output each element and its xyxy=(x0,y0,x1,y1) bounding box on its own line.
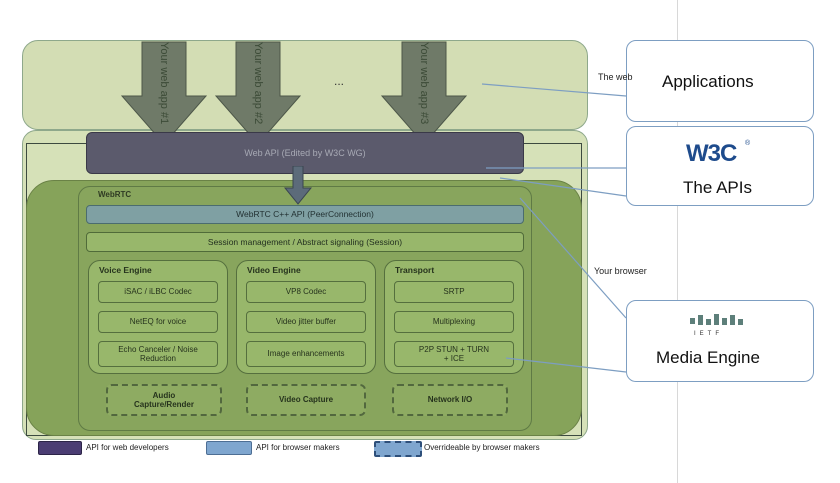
web-app-1-arrow xyxy=(120,41,208,145)
w3c-logo: W3C xyxy=(686,140,737,167)
voice-engine-item: Echo Canceler / Noise Reduction xyxy=(98,341,218,367)
the-web-label: The web xyxy=(598,72,633,82)
voice-engine-title: Voice Engine xyxy=(99,265,152,275)
webrtc-title: WebRTC xyxy=(98,190,132,199)
voice-engine-item: NetEQ for voice xyxy=(98,311,218,333)
video-engine-item: Video jitter buffer xyxy=(246,311,366,333)
the-apis-callout xyxy=(626,126,814,206)
legend-swatch-browser-makers xyxy=(206,441,252,455)
media-engine-callout xyxy=(626,300,814,382)
web-app-2-arrow xyxy=(214,41,302,145)
legend-label-web-dev: API for web developers xyxy=(86,443,169,452)
video-engine-title: Video Engine xyxy=(247,265,301,275)
ietf-logo-text: IETF xyxy=(694,331,723,337)
transport-item: Multiplexing xyxy=(394,311,514,333)
applications-label: Applications xyxy=(662,72,754,91)
ietf-logo-icon xyxy=(690,314,743,325)
voice-engine-item: iSAC / iLBC Codec xyxy=(98,281,218,303)
the-apis-label: The APIs xyxy=(683,178,752,197)
audio-capture-box: Audio Capture/Render xyxy=(106,384,222,416)
media-engine-label: Media Engine xyxy=(656,348,760,367)
more-apps-ellipsis: ... xyxy=(334,74,345,88)
legend-swatch-overrideable xyxy=(374,441,422,457)
applications-callout xyxy=(626,40,814,122)
video-engine-item: Image enhancements xyxy=(246,341,366,367)
web-app-3-arrow xyxy=(380,41,468,145)
transport-title: Transport xyxy=(395,265,435,275)
right-divider xyxy=(677,0,678,483)
w3c-registered-mark: ® xyxy=(745,140,751,147)
web-api-bar: Web API (Edited by W3C WG) xyxy=(86,132,524,174)
video-capture-box: Video Capture xyxy=(246,384,366,416)
legend-label-overrideable: Overrideable by browser makers xyxy=(424,443,540,452)
network-io-box: Network I/O xyxy=(392,384,508,416)
your-browser-label: Your browser xyxy=(594,266,647,276)
transport-item: P2P STUN + TURN + ICE xyxy=(394,341,514,367)
transport-item: SRTP xyxy=(394,281,514,303)
legend-swatch-web-dev xyxy=(38,441,82,455)
video-engine-item: VP8 Codec xyxy=(246,281,366,303)
web-api-down-arrow xyxy=(284,166,312,205)
session-bar: Session management / Abstract signaling … xyxy=(86,232,524,252)
cpp-api-bar: WebRTC C++ API (PeerConnection) xyxy=(86,205,524,224)
legend-label-browser-makers: API for browser makers xyxy=(256,443,340,452)
